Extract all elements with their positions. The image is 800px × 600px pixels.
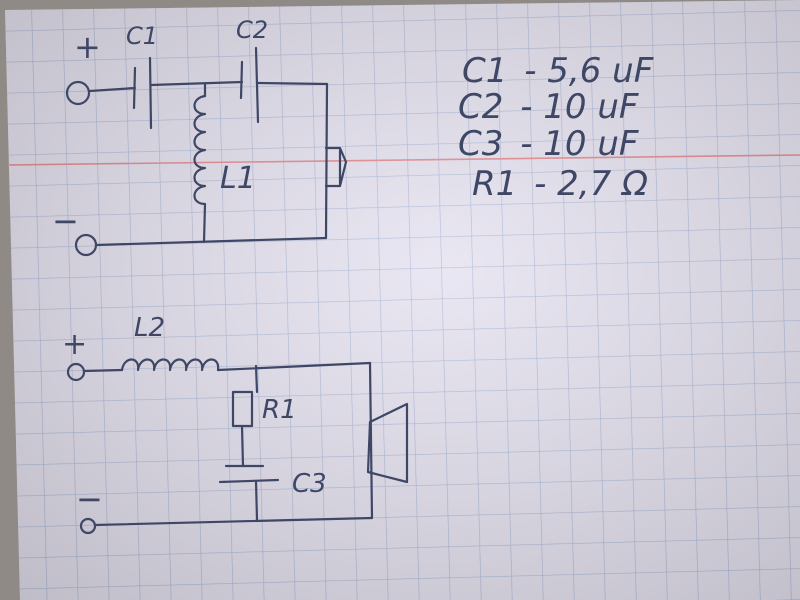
c1-label: C1 [126, 22, 158, 50]
value-name: C1 [462, 51, 507, 91]
lighting-shade [5, 0, 800, 600]
c1-capacitor-symbol [132, 56, 153, 130]
value-text: - 5,6 uF [524, 51, 654, 91]
c3-label: C3 [292, 469, 327, 499]
bottom-speaker-symbol [366, 402, 409, 484]
top-circuit [65, 46, 348, 257]
l2-label: L2 [134, 313, 165, 343]
l1-inductor-symbol [193, 94, 207, 244]
c2-capacitor-symbol [239, 46, 260, 124]
value-row-c3: C3 - 10 uF [458, 124, 639, 164]
top-plus-terminal [65, 80, 91, 106]
value-row-r1: R1 - 2,7 Ω [472, 164, 648, 204]
r1-label: R1 [262, 395, 297, 425]
value-row-c2: C2 - 10 uF [458, 87, 639, 127]
l2-inductor-symbol [120, 358, 220, 372]
value-name: R1 [472, 164, 517, 204]
value-name: C3 [458, 124, 503, 164]
bottom-plus-label: + [62, 327, 87, 362]
bottom-minus-label: − [76, 480, 103, 518]
c3-capacitor-symbol [218, 464, 280, 484]
value-name: C2 [458, 87, 503, 127]
value-row-c1: C1 - 5,6 uF [462, 51, 654, 91]
component-values-list: C1 - 5,6 uF C2 - 10 uF C3 - 10 uF R1 - 2… [458, 51, 654, 204]
top-speaker-symbol [324, 146, 348, 188]
l1-label: L1 [220, 161, 256, 196]
top-plus-label: + [74, 28, 101, 66]
top-minus-label: − [52, 202, 79, 240]
value-text: - 10 uF [520, 87, 639, 127]
value-text: - 10 uF [520, 124, 639, 164]
value-text: - 2,7 Ω [534, 164, 648, 204]
bottom-circuit [66, 358, 409, 535]
c2-label: C2 [236, 16, 268, 44]
